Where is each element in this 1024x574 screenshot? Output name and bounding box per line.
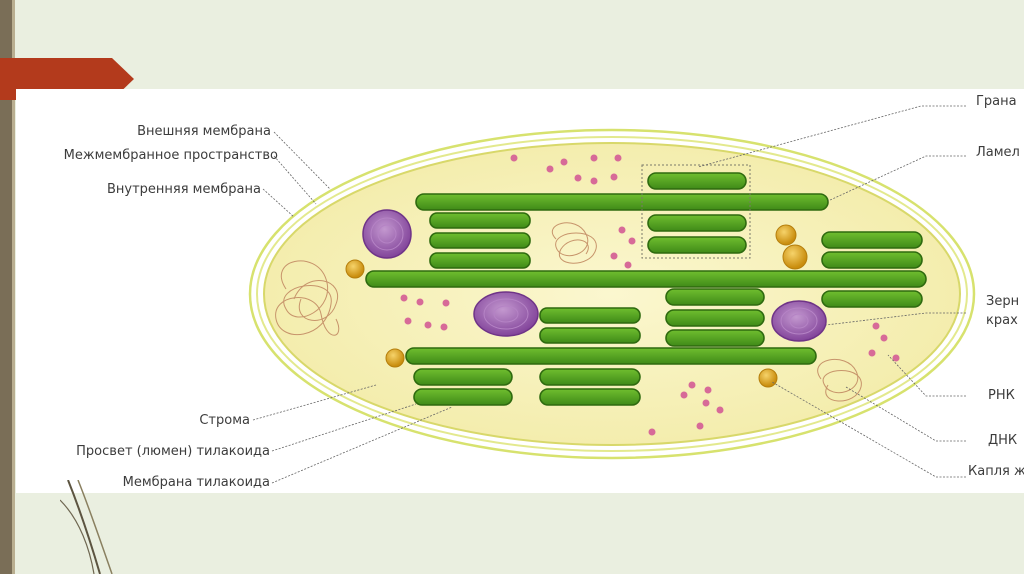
label-lipid-drop: Капля ж	[968, 464, 1024, 479]
decorative-lines	[60, 480, 113, 574]
lipid-droplet	[758, 368, 778, 388]
lipid-droplet	[775, 224, 797, 246]
thylakoid	[647, 172, 747, 190]
label-inner-membrane: Внутренняя мембрана	[107, 182, 261, 197]
thylakoid	[539, 307, 641, 324]
lipid-droplet	[345, 259, 365, 279]
chloroplast-diagram-panel: Внешняя мембрана Межмембранное пространс…	[16, 89, 1024, 493]
label-grana: Грана	[976, 94, 1017, 109]
chloroplast-diagram: Внешняя мембрана Межмембранное пространс…	[64, 94, 1024, 490]
thylakoid	[647, 236, 747, 254]
starch-grain	[771, 300, 827, 342]
outer-membrane	[248, 128, 976, 460]
stroma-lamella	[415, 193, 829, 211]
thylakoid	[429, 212, 531, 229]
lipid-droplet	[385, 348, 405, 368]
starch-grain	[473, 291, 539, 337]
label-outer-membrane: Внешняя мембрана	[137, 124, 271, 139]
label-starch-line1: Зерн	[986, 294, 1019, 309]
label-intermembrane-space: Межмембранное пространство	[64, 148, 278, 163]
granum-highlight	[641, 164, 751, 259]
label-thylakoid-lumen: Просвет (люмен) тилакоида	[76, 444, 270, 459]
ribosomes	[400, 154, 900, 436]
thylakoid	[821, 251, 923, 269]
lipid-droplet	[782, 244, 808, 270]
thylakoid	[413, 368, 513, 386]
thylakoid	[429, 252, 531, 269]
starch-grain	[362, 209, 412, 259]
thylakoid	[665, 329, 765, 347]
thylakoid	[665, 309, 765, 327]
label-thylakoid-membrane: Мембрана тилакоида	[123, 475, 270, 490]
stroma-lamella	[405, 347, 817, 365]
labels-left: Внешняя мембрана Межмембранное пространс…	[64, 124, 278, 490]
dna	[275, 260, 340, 336]
thylakoid	[429, 232, 531, 249]
label-dna: ДНК	[988, 433, 1017, 448]
thylakoid	[647, 214, 747, 232]
labels-right: Грана Ламел Зерн крах РНК ДНК Капля ж	[968, 94, 1024, 479]
label-starch-line2: крах	[986, 313, 1018, 328]
label-rna: РНК	[988, 388, 1015, 403]
slide-left-strip-highlight	[12, 0, 15, 574]
slide-left-strip	[0, 0, 12, 574]
thylakoid	[665, 288, 765, 306]
starch-grains	[362, 209, 827, 342]
thylakoid-stacks	[365, 172, 927, 406]
leader-lines	[252, 105, 966, 484]
thylakoid	[821, 231, 923, 249]
label-lamella: Ламел	[976, 145, 1020, 160]
dna	[552, 222, 597, 264]
thylakoid	[539, 388, 641, 406]
dna-loops	[275, 222, 862, 402]
thylakoid	[539, 327, 641, 344]
label-stroma: Строма	[199, 413, 250, 428]
thylakoid	[821, 290, 923, 308]
stroma-lamella	[365, 270, 927, 288]
thylakoid	[539, 368, 641, 386]
thylakoid	[413, 388, 513, 406]
dna	[293, 280, 339, 321]
dna	[817, 358, 862, 402]
